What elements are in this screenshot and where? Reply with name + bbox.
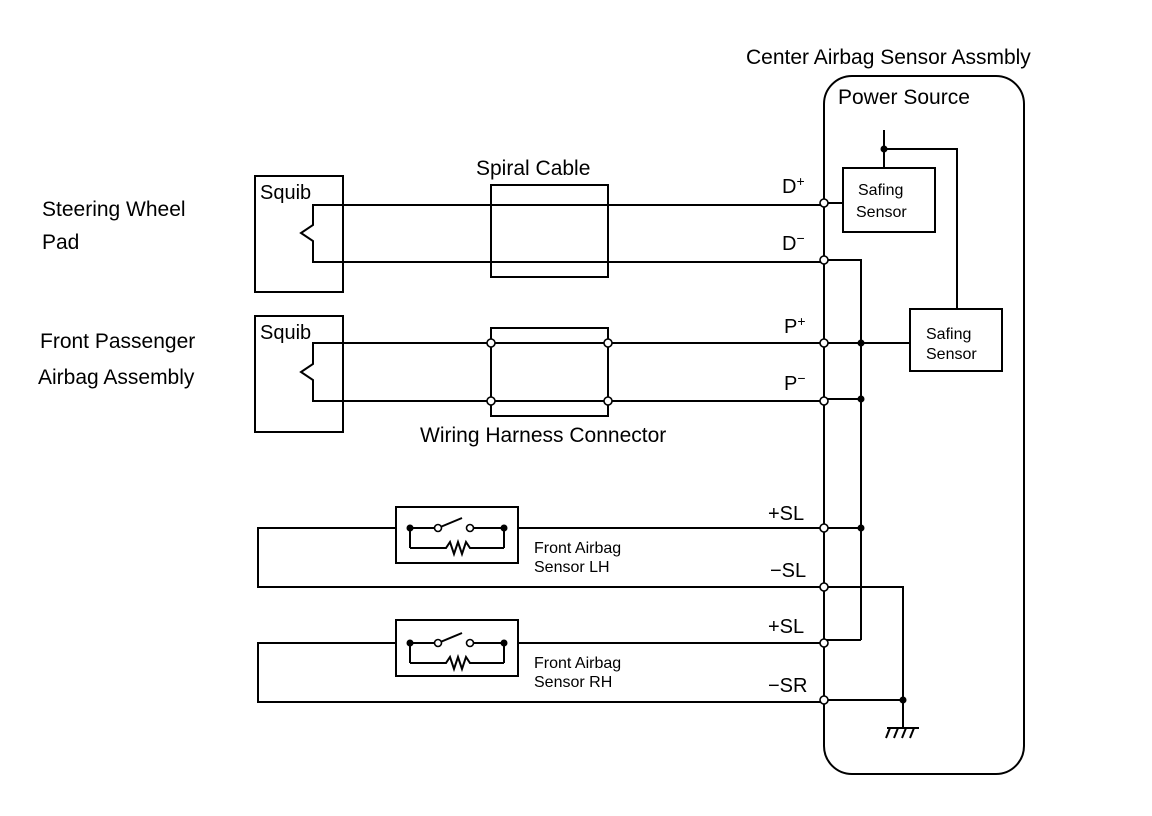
- safing-sensor-top: Safing Sensor: [842, 167, 936, 233]
- wiring-harness-connector-label: Wiring Harness Connector: [420, 424, 666, 447]
- terminal-d-plus-label: D+: [782, 173, 805, 198]
- p-minus-internal: [824, 395, 865, 403]
- spiral-cable-label: Spiral Cable: [476, 157, 590, 180]
- front-passenger-label-1: Front Passenger: [40, 330, 195, 353]
- front-passenger-label-2: Airbag Assembly: [38, 366, 195, 389]
- steering-wheel-pad-label-2: Pad: [42, 231, 79, 254]
- terminal-p-plus-label: P+: [784, 313, 806, 338]
- terminal-p-minus-label: P−: [784, 370, 806, 395]
- power-source-label: Power Source: [838, 86, 970, 109]
- d-minus-internal: [824, 259, 862, 526]
- svg-text:Squib: Squib: [260, 182, 311, 204]
- squib-steering: Squib: [254, 175, 344, 293]
- terminal-plus-sl-1-label: +SL: [768, 503, 804, 525]
- terminal-plus-sl-2-label: +SL: [768, 616, 804, 638]
- svg-text:Safing: Safing: [926, 326, 971, 343]
- lh-sensor-wires: [257, 527, 824, 588]
- svg-text:Safing: Safing: [858, 182, 903, 199]
- safing-sensor-right: Safing Sensor: [909, 308, 1003, 372]
- plus-sl-internal: [824, 524, 865, 641]
- terminal-minus-sr-label: −SR: [768, 675, 807, 697]
- front-sensor-lh-label-2: Sensor LH: [534, 559, 610, 576]
- front-sensor-rh-label-1: Front Airbag: [534, 655, 621, 672]
- terminal-minus-sl-label: −SL: [770, 560, 806, 582]
- assembly-terminals: [819, 198, 829, 705]
- squib-passenger: Squib: [254, 315, 344, 433]
- wiring-harness-connector: [486, 327, 613, 417]
- front-airbag-sensor-rh: [395, 619, 519, 677]
- front-sensor-rh-label-2: Sensor RH: [534, 674, 612, 691]
- svg-text:Sensor: Sensor: [856, 204, 907, 221]
- front-airbag-sensor-lh: [395, 506, 519, 564]
- svg-text:Squib: Squib: [260, 322, 311, 344]
- ground-icon: [885, 700, 919, 739]
- svg-text:Sensor: Sensor: [926, 346, 977, 363]
- front-sensor-lh-label-1: Front Airbag: [534, 540, 621, 557]
- steering-wheel-pad-label-1: Steering Wheel: [42, 198, 186, 221]
- rh-sensor-wires: [257, 642, 824, 703]
- power-source-wiring: [880, 130, 958, 309]
- spiral-cable: [490, 184, 609, 278]
- p-plus-internal: [824, 339, 910, 347]
- terminal-d-minus-label: D−: [782, 230, 805, 255]
- assembly-title: Center Airbag Sensor Assmbly: [746, 46, 1031, 69]
